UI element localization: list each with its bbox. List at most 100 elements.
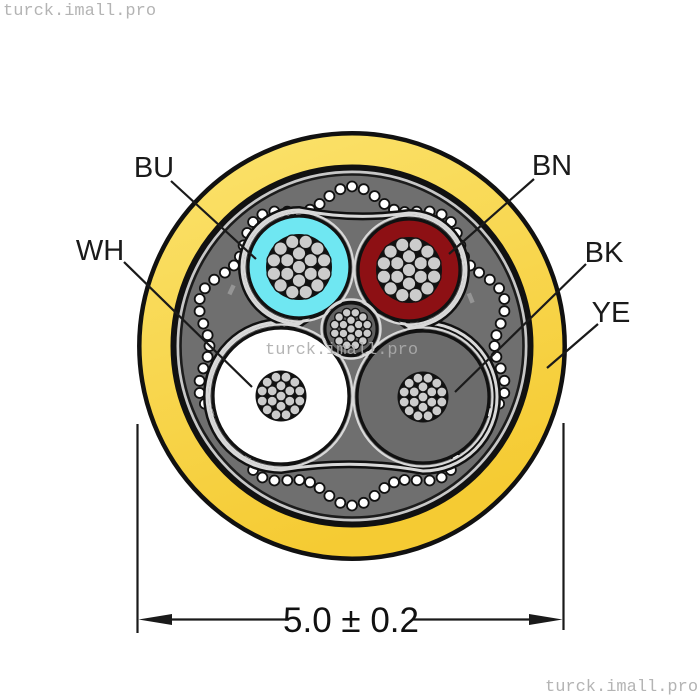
filler-gap-ring [320, 298, 382, 360]
wire-strand [383, 280, 399, 296]
wire-strand [293, 395, 306, 407]
wire-strand [435, 396, 448, 408]
braid-wire-dot [398, 474, 411, 486]
wire-strand [291, 245, 307, 261]
label-bn: BN [532, 150, 572, 182]
wire-strand [341, 307, 352, 318]
braid-wire-dot [198, 282, 211, 295]
leader-line-bk [454, 263, 587, 393]
wire-strand [419, 280, 435, 296]
bundle-bk [397, 371, 449, 423]
wire-strand [350, 307, 361, 318]
bundle-filler [329, 307, 373, 351]
braid-wire-dot [498, 293, 511, 305]
braid-wire-dot [334, 496, 347, 509]
dimension-value: 5.0 ± 0.2 [283, 601, 419, 640]
wire-strand [383, 244, 399, 260]
wire-strand [288, 376, 301, 389]
wire-strand [362, 328, 373, 339]
braid-wire-dot [435, 471, 448, 484]
wire-strand [426, 269, 442, 285]
wire-strand [329, 328, 340, 339]
wire-strand [266, 252, 282, 268]
braid-wire-dot [323, 489, 336, 502]
wire-strand [316, 266, 332, 282]
conductor-bk-gap-ring [352, 326, 494, 468]
wire-strand [309, 241, 325, 257]
watermark-center: turck.imall.pro [265, 341, 419, 360]
wire-strand [401, 248, 417, 264]
foil-highlight-mark [466, 292, 475, 304]
wire-strand [275, 400, 287, 413]
wire-strand [293, 385, 306, 397]
braid-wire-dot [423, 474, 436, 487]
braid-wire-dot [488, 340, 501, 352]
wire-strand [435, 386, 448, 398]
braid-wire-dot [201, 329, 214, 342]
wire-strand [261, 403, 274, 416]
wire-strand [376, 269, 392, 285]
braid-wire-dot [201, 350, 214, 363]
wire-strand [334, 335, 345, 347]
braid-wire-dot [193, 305, 206, 318]
wire-strand [376, 255, 392, 271]
dimension-annotation: 5.0 ± 0.2 [136, 423, 565, 640]
pair-wrap-top [238, 205, 470, 332]
braid-wire-dot [313, 198, 326, 210]
braid-wire-dot [368, 190, 381, 203]
wire-strand [408, 237, 424, 253]
label-bu: BU [134, 152, 174, 184]
wire-strand [284, 234, 300, 250]
braid-wire-dot [378, 198, 391, 210]
wire-strand [309, 277, 325, 293]
wire-strand [256, 385, 269, 397]
bundle-wh [255, 370, 307, 422]
bundle-bu [266, 234, 332, 300]
braid-wire-dot [357, 183, 370, 196]
wire-strand [412, 372, 424, 385]
braid-wire-dot [281, 474, 294, 487]
wire-strand [357, 335, 369, 347]
foil-highlight-mark [227, 284, 236, 296]
conductor-bn-gap-ring [353, 214, 465, 326]
label-wh: WH [76, 235, 124, 267]
wire-strand [280, 371, 292, 384]
wire-strand [341, 340, 352, 351]
wire-strand [357, 312, 369, 323]
braid-wire-dot [494, 362, 507, 375]
wire-strand [345, 315, 357, 326]
wire-strand [284, 284, 300, 300]
braid-wire-dot [304, 476, 316, 489]
watermark-top-left: turck.imall.pro [3, 2, 157, 21]
wire-strand [270, 371, 282, 384]
leader-line-ye [546, 323, 599, 369]
wire-strand [417, 401, 429, 414]
leader-line-bu [170, 180, 257, 260]
braid-wire-dot [473, 266, 486, 279]
dimension-arrow-right [529, 614, 563, 625]
wire-strand [261, 376, 274, 389]
braid-wire-dot [410, 474, 423, 487]
wire-strand [394, 237, 410, 253]
braid-wire-dot [483, 273, 496, 286]
braid-wire-dot [498, 374, 511, 387]
wire-strand [345, 332, 357, 343]
braid-wire-dot [388, 476, 400, 489]
wire-strand [403, 404, 416, 417]
wire-strand [362, 319, 373, 330]
label-bk: BK [585, 237, 624, 269]
wire-strand [256, 395, 269, 407]
braid-wire-dot [227, 259, 240, 272]
braid-wire-dot [334, 183, 347, 196]
wire-strand [273, 277, 289, 293]
braid-wire-dot [256, 471, 269, 484]
wire-strand [316, 252, 332, 268]
wire-strand [403, 377, 416, 390]
braid-wire-dot [494, 317, 507, 330]
braid-wire-dot [208, 273, 221, 286]
pair-wrap-top-gap [240, 208, 468, 329]
braid-wire-dot [493, 282, 506, 295]
wire-strand [398, 396, 411, 408]
leader-line-wh [123, 261, 253, 388]
